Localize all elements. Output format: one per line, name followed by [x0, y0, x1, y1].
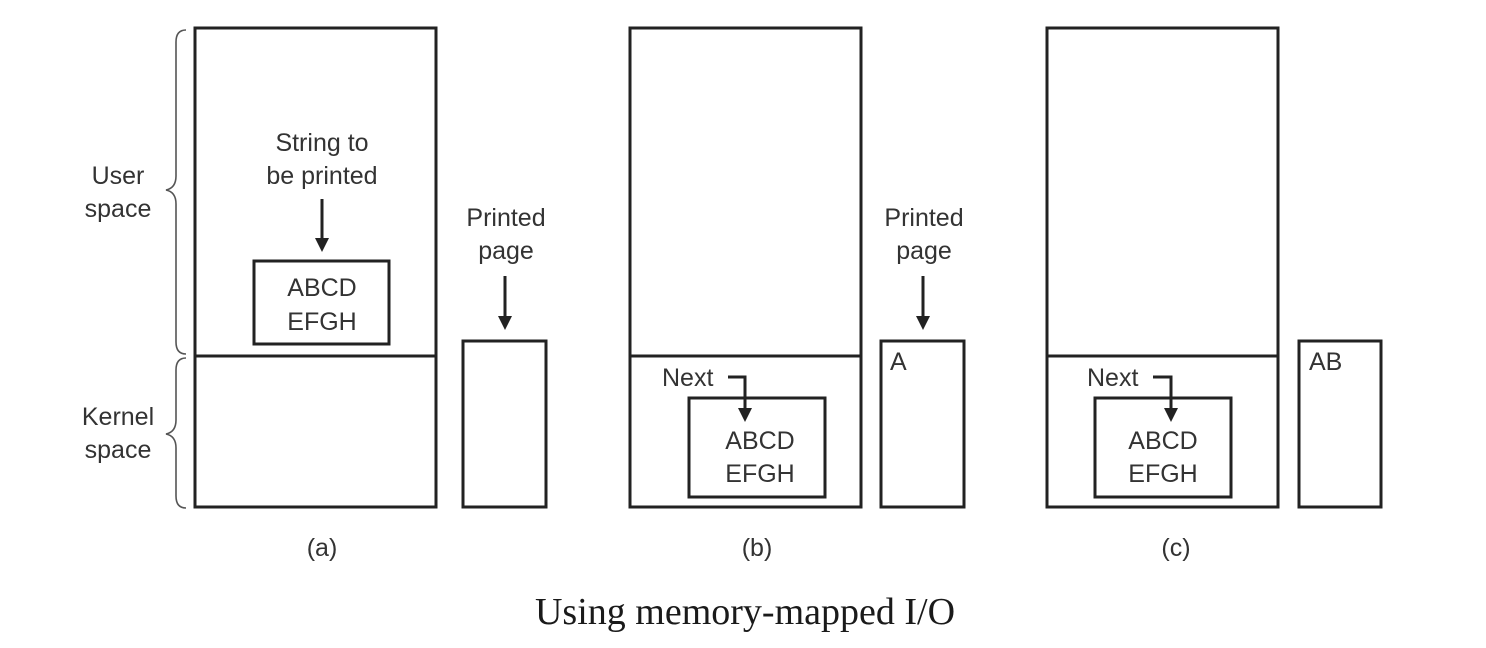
panel-b: Next ABCD EFGH Printed page A (b) [628, 26, 966, 562]
printed-page [1297, 339, 1383, 509]
printed-page-label-line1: Printed [884, 204, 963, 232]
printed-page-label-line2: page [896, 237, 952, 265]
printed-page-label-line2: page [478, 237, 534, 265]
memory-frame [193, 26, 438, 509]
user-space-label-line2: space [85, 195, 152, 223]
string-to-be-printed-label-line2: be printed [266, 162, 377, 190]
printed-page-content: AB [1309, 348, 1342, 376]
string-buffer [252, 259, 391, 346]
next-pointer-label: Next [1087, 364, 1138, 392]
memory-frame [628, 26, 863, 509]
panel-caption: (b) [742, 534, 773, 562]
panel-c: Next ABCD EFGH AB (c) [1045, 26, 1383, 562]
buffer-line2: EFGH [1128, 460, 1197, 488]
printed-page [461, 339, 548, 509]
kernel-buffer [687, 396, 827, 499]
user-space-label-line1: User [92, 162, 145, 190]
buffer-line2: EFGH [287, 308, 356, 336]
buffer-line1: ABCD [725, 427, 794, 455]
next-pointer-label: Next [662, 364, 713, 392]
kernel-space-label-line2: space [85, 436, 152, 464]
buffer-line1: ABCD [287, 274, 356, 302]
kernel-space-label-line1: Kernel [82, 403, 154, 431]
next-pointer-line [728, 375, 747, 410]
panel-a: String to be printed ABCD EFGH Printed p… [193, 26, 548, 562]
panel-caption: (a) [307, 534, 338, 562]
memory-frame [1045, 26, 1280, 509]
buffer-line2: EFGH [725, 460, 794, 488]
string-arrowhead [315, 238, 329, 252]
printed-page [879, 339, 966, 509]
page-arrowhead [498, 316, 512, 330]
panel-caption: (c) [1161, 534, 1190, 562]
figure-caption: Using memory-mapped I/O [535, 591, 955, 633]
buffer-line1: ABCD [1128, 427, 1197, 455]
printed-page-content: A [890, 348, 907, 376]
page-arrowhead [916, 316, 930, 330]
kernel-space-brace [165, 357, 187, 509]
string-to-be-printed-label-line1: String to [275, 129, 368, 157]
user-space-brace [165, 29, 187, 355]
kernel-buffer [1093, 396, 1233, 499]
next-pointer-arrowhead [738, 408, 752, 422]
printed-page-label-line1: Printed [466, 204, 545, 232]
next-pointer-line [1153, 375, 1173, 410]
next-pointer-arrowhead [1164, 408, 1178, 422]
